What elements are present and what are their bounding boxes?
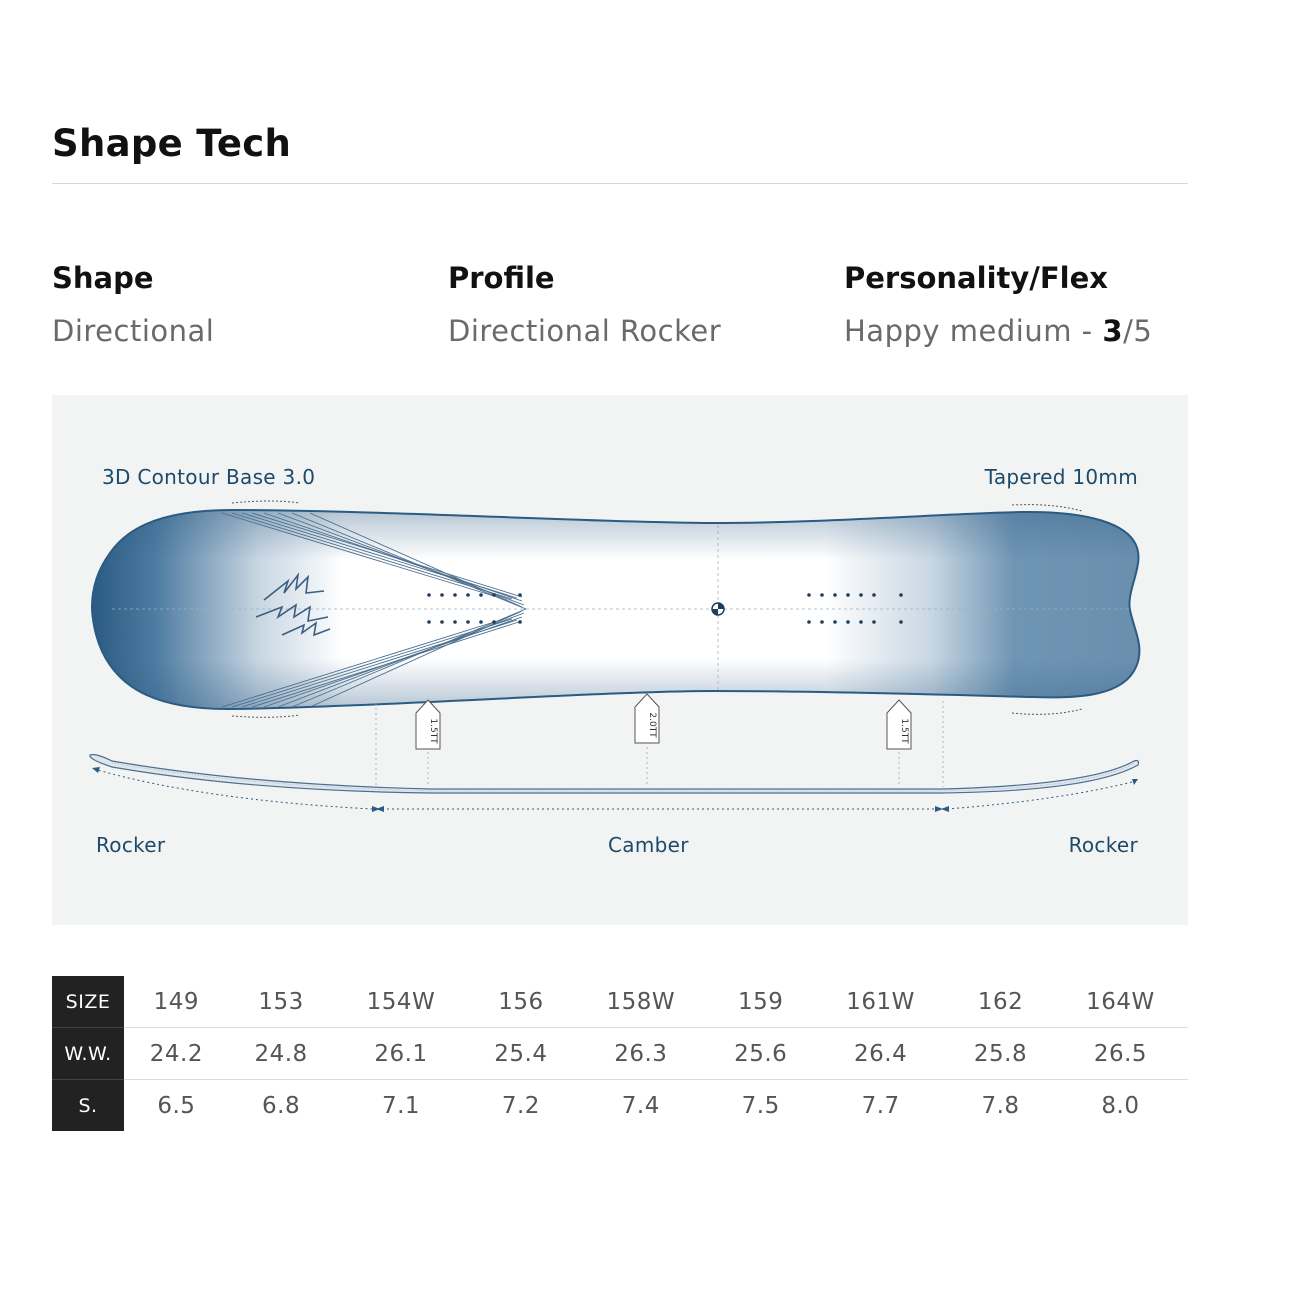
flex-rating-max: /5 — [1123, 314, 1153, 348]
contour-edge-top-right — [1011, 504, 1083, 512]
table-cell: 164W — [1052, 976, 1188, 1028]
table-cell: 161W — [813, 976, 949, 1028]
table-cell: 24.2 — [124, 1027, 229, 1080]
spec-shape-value: Directional — [52, 314, 215, 348]
table-cell: 26.5 — [1052, 1027, 1188, 1080]
page-title: Shape Tech — [52, 122, 292, 165]
spec-profile-value: Directional Rocker — [448, 314, 722, 348]
spec-profile: Profile Directional Rocker — [448, 258, 721, 351]
contour-edge-top-left — [231, 500, 301, 504]
title-divider — [52, 183, 1188, 184]
board-diagram: 1.5TT 2.0TT 1.5TT — [89, 500, 1141, 812]
table-cell: 25.8 — [948, 1027, 1053, 1080]
spec-flex: Personality/Flex Happy medium - 3/5 — [844, 258, 1152, 351]
contour-v-lines — [221, 512, 527, 708]
rocker-left-arrow — [93, 768, 373, 810]
binding-inserts-right — [807, 593, 903, 624]
table-row-stance: S. 6.5 6.8 7.1 7.2 7.4 7.5 7.7 7.8 8.0 — [52, 1079, 1188, 1131]
table-cell: 156 — [468, 976, 574, 1028]
label-camber: Camber — [608, 833, 689, 857]
row-header-size: SIZE — [52, 976, 124, 1028]
binding-inserts-left — [427, 593, 522, 624]
table-cell: 25.6 — [708, 1027, 814, 1080]
row-header-waist-width: W.W. — [52, 1027, 124, 1080]
table-cell: 7.5 — [741, 1092, 780, 1119]
label-contour-base: 3D Contour Base 3.0 — [102, 465, 316, 489]
spec-flex-value: Happy medium - 3/5 — [844, 311, 1152, 351]
marker-left: 1.5TT — [415, 699, 441, 750]
board-diagram-panel: 1.5TT 2.0TT 1.5TT 3D Contour Base 3.0 — [52, 395, 1188, 925]
table-cell: 149 — [124, 976, 229, 1028]
flex-value-prefix: Happy medium - — [844, 314, 1103, 348]
table-cell: 6.5 — [157, 1092, 196, 1119]
marker-center-label: 2.0TT — [647, 712, 657, 738]
flex-rating: 3 — [1102, 314, 1124, 348]
table-cell: 162 — [948, 976, 1053, 1028]
marker-left-label: 1.5TT — [428, 718, 438, 744]
label-rocker-right: Rocker — [1068, 833, 1138, 857]
row-header-stance: S. — [52, 1079, 124, 1131]
label-rocker-left: Rocker — [96, 833, 166, 857]
table-cell: 6.8 — [262, 1092, 301, 1119]
table-cell: 24.8 — [228, 1027, 334, 1080]
spec-flex-label: Personality/Flex — [844, 261, 1108, 295]
spec-shape: Shape Directional — [52, 258, 214, 351]
table-cell: 26.1 — [333, 1027, 469, 1080]
table-cell: 26.4 — [813, 1027, 949, 1080]
table-cell: 7.7 — [861, 1092, 900, 1119]
contour-edge-bottom-right — [1011, 708, 1083, 715]
table-cell: 158W — [573, 976, 709, 1028]
marker-center: 2.0TT — [634, 693, 660, 744]
table-cell: 153 — [228, 976, 334, 1028]
table-cell: 154W — [333, 976, 469, 1028]
contour-edge-bottom-left — [231, 714, 301, 718]
spec-shape-label: Shape — [52, 261, 154, 295]
center-mark-icon — [711, 602, 725, 616]
table-cell: 7.2 — [501, 1092, 540, 1119]
spec-profile-label: Profile — [448, 261, 555, 295]
rocker-right-arrow — [946, 780, 1137, 810]
marker-right: 1.5TT — [886, 699, 912, 750]
table-cell: 26.3 — [573, 1027, 709, 1080]
table-cell: 159 — [708, 976, 814, 1028]
table-cell: 25.4 — [468, 1027, 574, 1080]
table-cell: 8.0 — [1101, 1092, 1140, 1119]
label-tapered: Tapered 10mm — [984, 465, 1138, 489]
table-cell: 7.1 — [381, 1092, 421, 1119]
marker-right-label: 1.5TT — [899, 718, 909, 744]
brand-logo-icon — [255, 572, 331, 637]
board-side-profile — [89, 754, 1140, 794]
table-cell: 7.4 — [621, 1092, 660, 1119]
table-cell: 7.8 — [981, 1092, 1020, 1119]
